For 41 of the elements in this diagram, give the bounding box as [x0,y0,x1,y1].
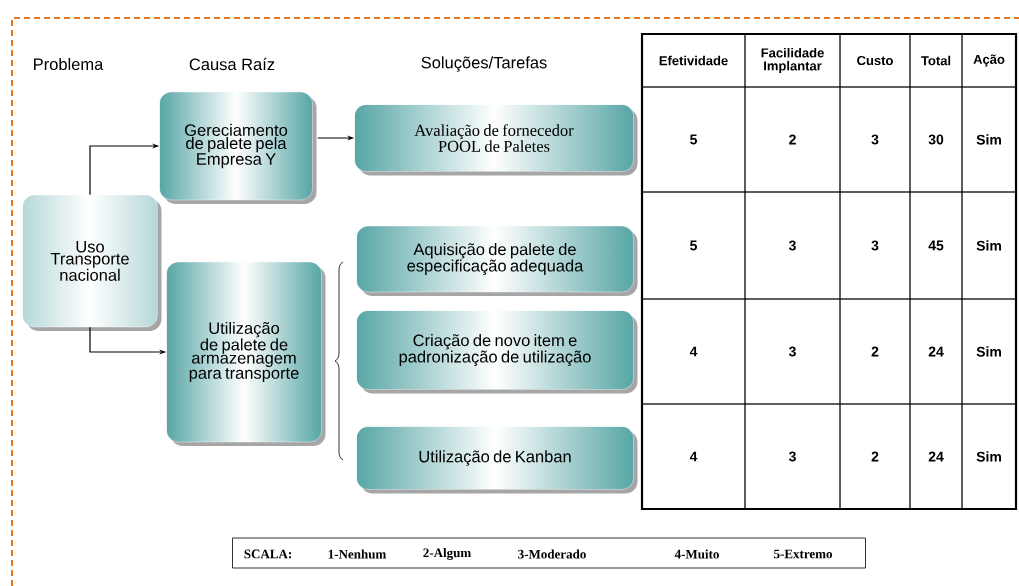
table-cell: 2 [839,403,911,510]
table-cell: 3 [744,298,841,405]
table-cell: 3 [839,86,911,193]
table-cell: 45 [909,191,963,300]
scale-item: SCALA: [244,549,292,559]
table-cell: 5 [641,191,746,300]
table-cell: 4 [641,403,746,510]
table-cell: Sim [961,191,1017,300]
table-cell: 5 [641,86,746,193]
table-cell: Custo [839,33,911,88]
label: Efetividade [659,55,728,66]
table-cell: Sim [961,298,1017,405]
process-box: Criação de novo item e padronização de utilização [356,310,638,394]
table-cell: Total [909,33,963,88]
process-box: Utilização de palete de armazenagem para transporte [166,261,326,446]
table-cell: 30 [909,86,963,193]
column-heading: Soluções/Tarefas [421,56,547,72]
table-cell: Facilidade Implantar [744,33,841,88]
column-heading: Causa Raíz [189,57,275,71]
scale-item: 5-Extremo [774,549,832,559]
table-cell: 2 [839,298,911,405]
scale-item: 3-Moderado [518,549,586,559]
table-cell: 24 [909,403,963,510]
table-cell: 3 [744,191,841,300]
process-box: Uso Transporte nacional [22,194,162,331]
process-box: Avaliação de fornecedor POOL de Paletes [354,104,638,176]
scale-item: 4-Muito [674,549,719,559]
process-box: Utilização de Kanban [356,426,638,494]
table-cell: Sim [961,403,1017,510]
table-cell: Sim [961,86,1017,193]
process-box: Aquisição de palete de especificação adequada [356,225,638,296]
scale-item: 2-Algum [423,548,471,560]
table-cell: Ação [961,33,1017,88]
process-box: Gereciamento de palete pela Empresa Y [159,91,317,204]
scale-item: 1-Nenhum [328,549,387,559]
table-cell: 2 [744,86,841,193]
table-cell: 3 [744,403,841,510]
column-heading: Problema [34,57,104,71]
table-cell: 4 [641,298,746,405]
table-cell: 3 [839,191,911,300]
table-cell: 24 [909,298,963,405]
